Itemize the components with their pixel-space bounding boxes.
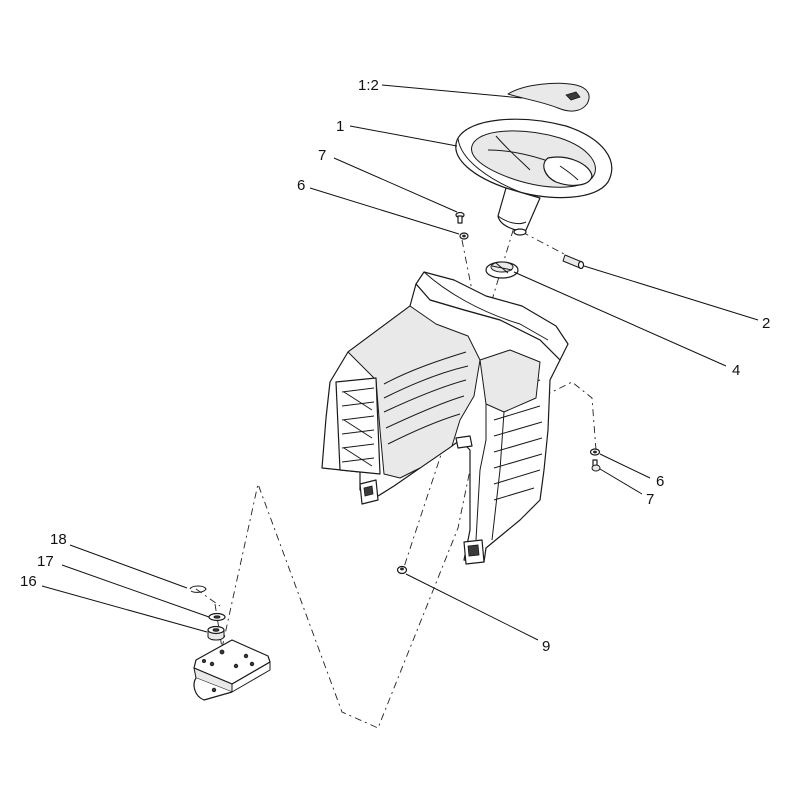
screw-icon — [455, 211, 465, 224]
callout-18: 18 — [50, 531, 67, 548]
screw-icon — [591, 459, 601, 472]
callout-4: 4 — [732, 362, 740, 379]
callout-6-right: 6 — [656, 473, 664, 490]
bushing-icon — [207, 625, 225, 641]
callout-labels: 1:2 1 7 6 2 4 6 7 18 17 16 9 — [20, 77, 770, 655]
callout-6-top: 6 — [297, 177, 305, 194]
dash-console — [321, 271, 569, 565]
nut-icon — [396, 565, 408, 575]
callout-1-2: 1:2 — [358, 77, 379, 94]
washer-icon — [208, 612, 226, 622]
callout-17: 17 — [37, 553, 54, 570]
callout-1: 1 — [336, 118, 344, 135]
mounting-bracket — [193, 639, 271, 701]
steering-wheel-icon — [455, 118, 613, 236]
callout-7-right: 7 — [646, 491, 654, 508]
callout-9: 9 — [542, 638, 550, 655]
washer-icon — [459, 232, 469, 240]
callout-16: 16 — [20, 573, 37, 590]
callout-2: 2 — [762, 315, 770, 332]
washer-icon — [589, 448, 601, 456]
callout-7-top: 7 — [318, 147, 326, 164]
leader-lines — [41, 84, 759, 641]
retaining-ring-icon — [189, 585, 207, 593]
bushing-icon — [485, 261, 519, 279]
roll-pin-icon — [562, 254, 585, 270]
steering-wheel-cap-icon — [507, 82, 590, 112]
